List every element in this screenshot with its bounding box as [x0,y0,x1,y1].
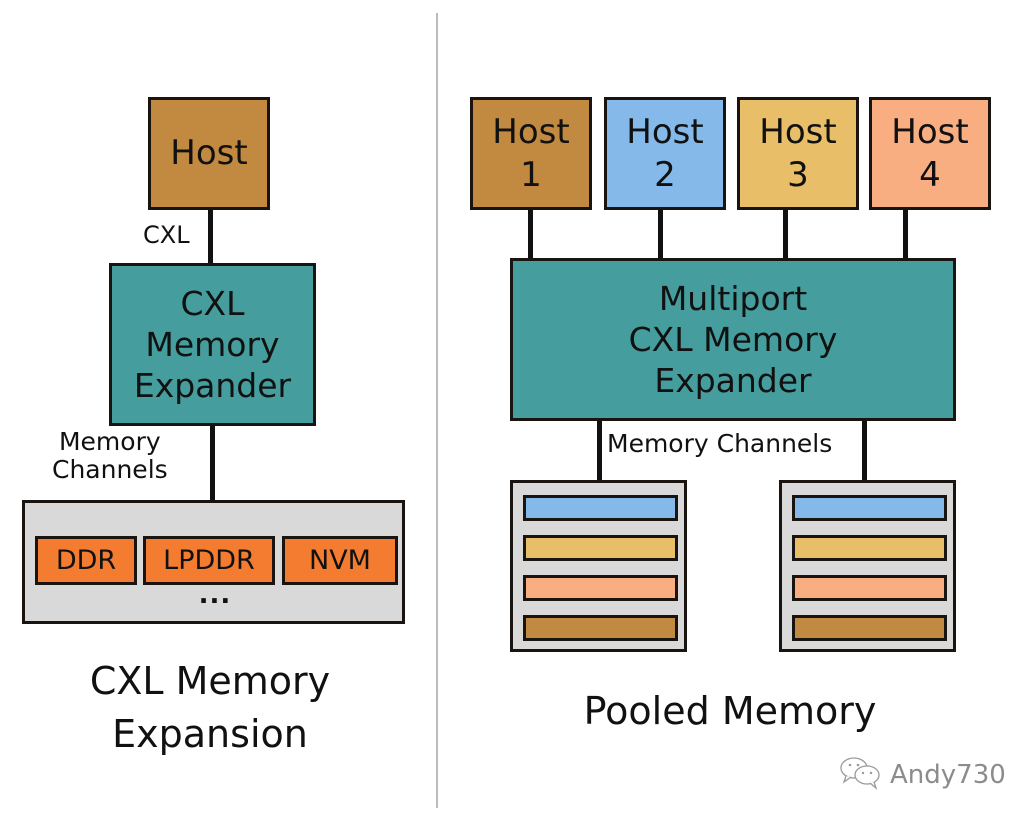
memory-channels-label: Memory Channels [607,429,833,458]
host-label: Host [170,133,248,174]
cxl-memory-expander-box: CXL Memory Expander [109,263,316,426]
dimm-segment [792,495,947,521]
panel-divider [436,13,438,808]
memory-type-ddr: DDR [35,536,137,585]
host-1-link [528,210,533,258]
caption-line-2: Expansion [112,712,308,757]
expander-line-1: Multiport [658,278,808,318]
channel-link-right [862,421,867,480]
dimm-segment [792,575,947,601]
memory-type-lpddr: LPDDR [143,536,275,585]
watermark-text: Andy730 [890,760,1006,790]
host-2-link [658,210,663,258]
host-number: 3 [787,154,809,195]
memory-channels-label: Memory Channels [52,428,168,484]
expander-line-3: Expander [133,366,292,406]
dimm-segment [523,495,678,521]
memory-pool-left [510,480,687,652]
memory-type-label: NVM [309,545,371,576]
watermark: Andy730 [838,756,1008,793]
memory-pool-right [779,480,956,652]
channel-label-line-1: Memory [58,427,161,456]
more-types-ellipsis: ... [198,580,232,610]
channel-link-left [597,421,602,480]
host-number: 4 [919,154,941,195]
host-3-link [783,210,788,258]
host-label: Host [492,112,570,152]
expander-line-2: Memory [145,324,280,364]
cxl-link-line [208,210,213,263]
expander-line-2: CXL Memory [628,319,838,359]
dimm-segment [523,575,678,601]
host-4-link [903,210,908,258]
wechat-icon [838,754,884,797]
dimm-segment [523,615,678,641]
channel-label-line-2: Channels [52,455,168,484]
memory-channel-line [210,426,215,500]
host-box: Host [148,97,270,210]
host-label: Host [891,112,969,152]
left-caption: CXL Memory Expansion [40,655,380,761]
host-label: Host [759,112,837,152]
dimm-segment [792,535,947,561]
host-label: Host [626,112,704,152]
expander-line-3: Expander [654,361,812,401]
caption-line-1: CXL Memory [89,659,331,703]
expander-line-1: CXL [180,283,245,323]
memory-type-nvm: NVM [282,536,398,585]
cxl-link-label: CXL [143,221,190,249]
right-caption: Pooled Memory [583,689,877,733]
dimm-segment [792,615,947,641]
multiport-expander-box: Multiport CXL Memory Expander [510,258,956,421]
host-number: 2 [654,154,676,195]
memory-type-label: LPDDR [163,545,255,576]
dimm-segment [523,535,678,561]
memory-type-label: DDR [55,545,117,576]
host-number: 1 [520,154,542,195]
